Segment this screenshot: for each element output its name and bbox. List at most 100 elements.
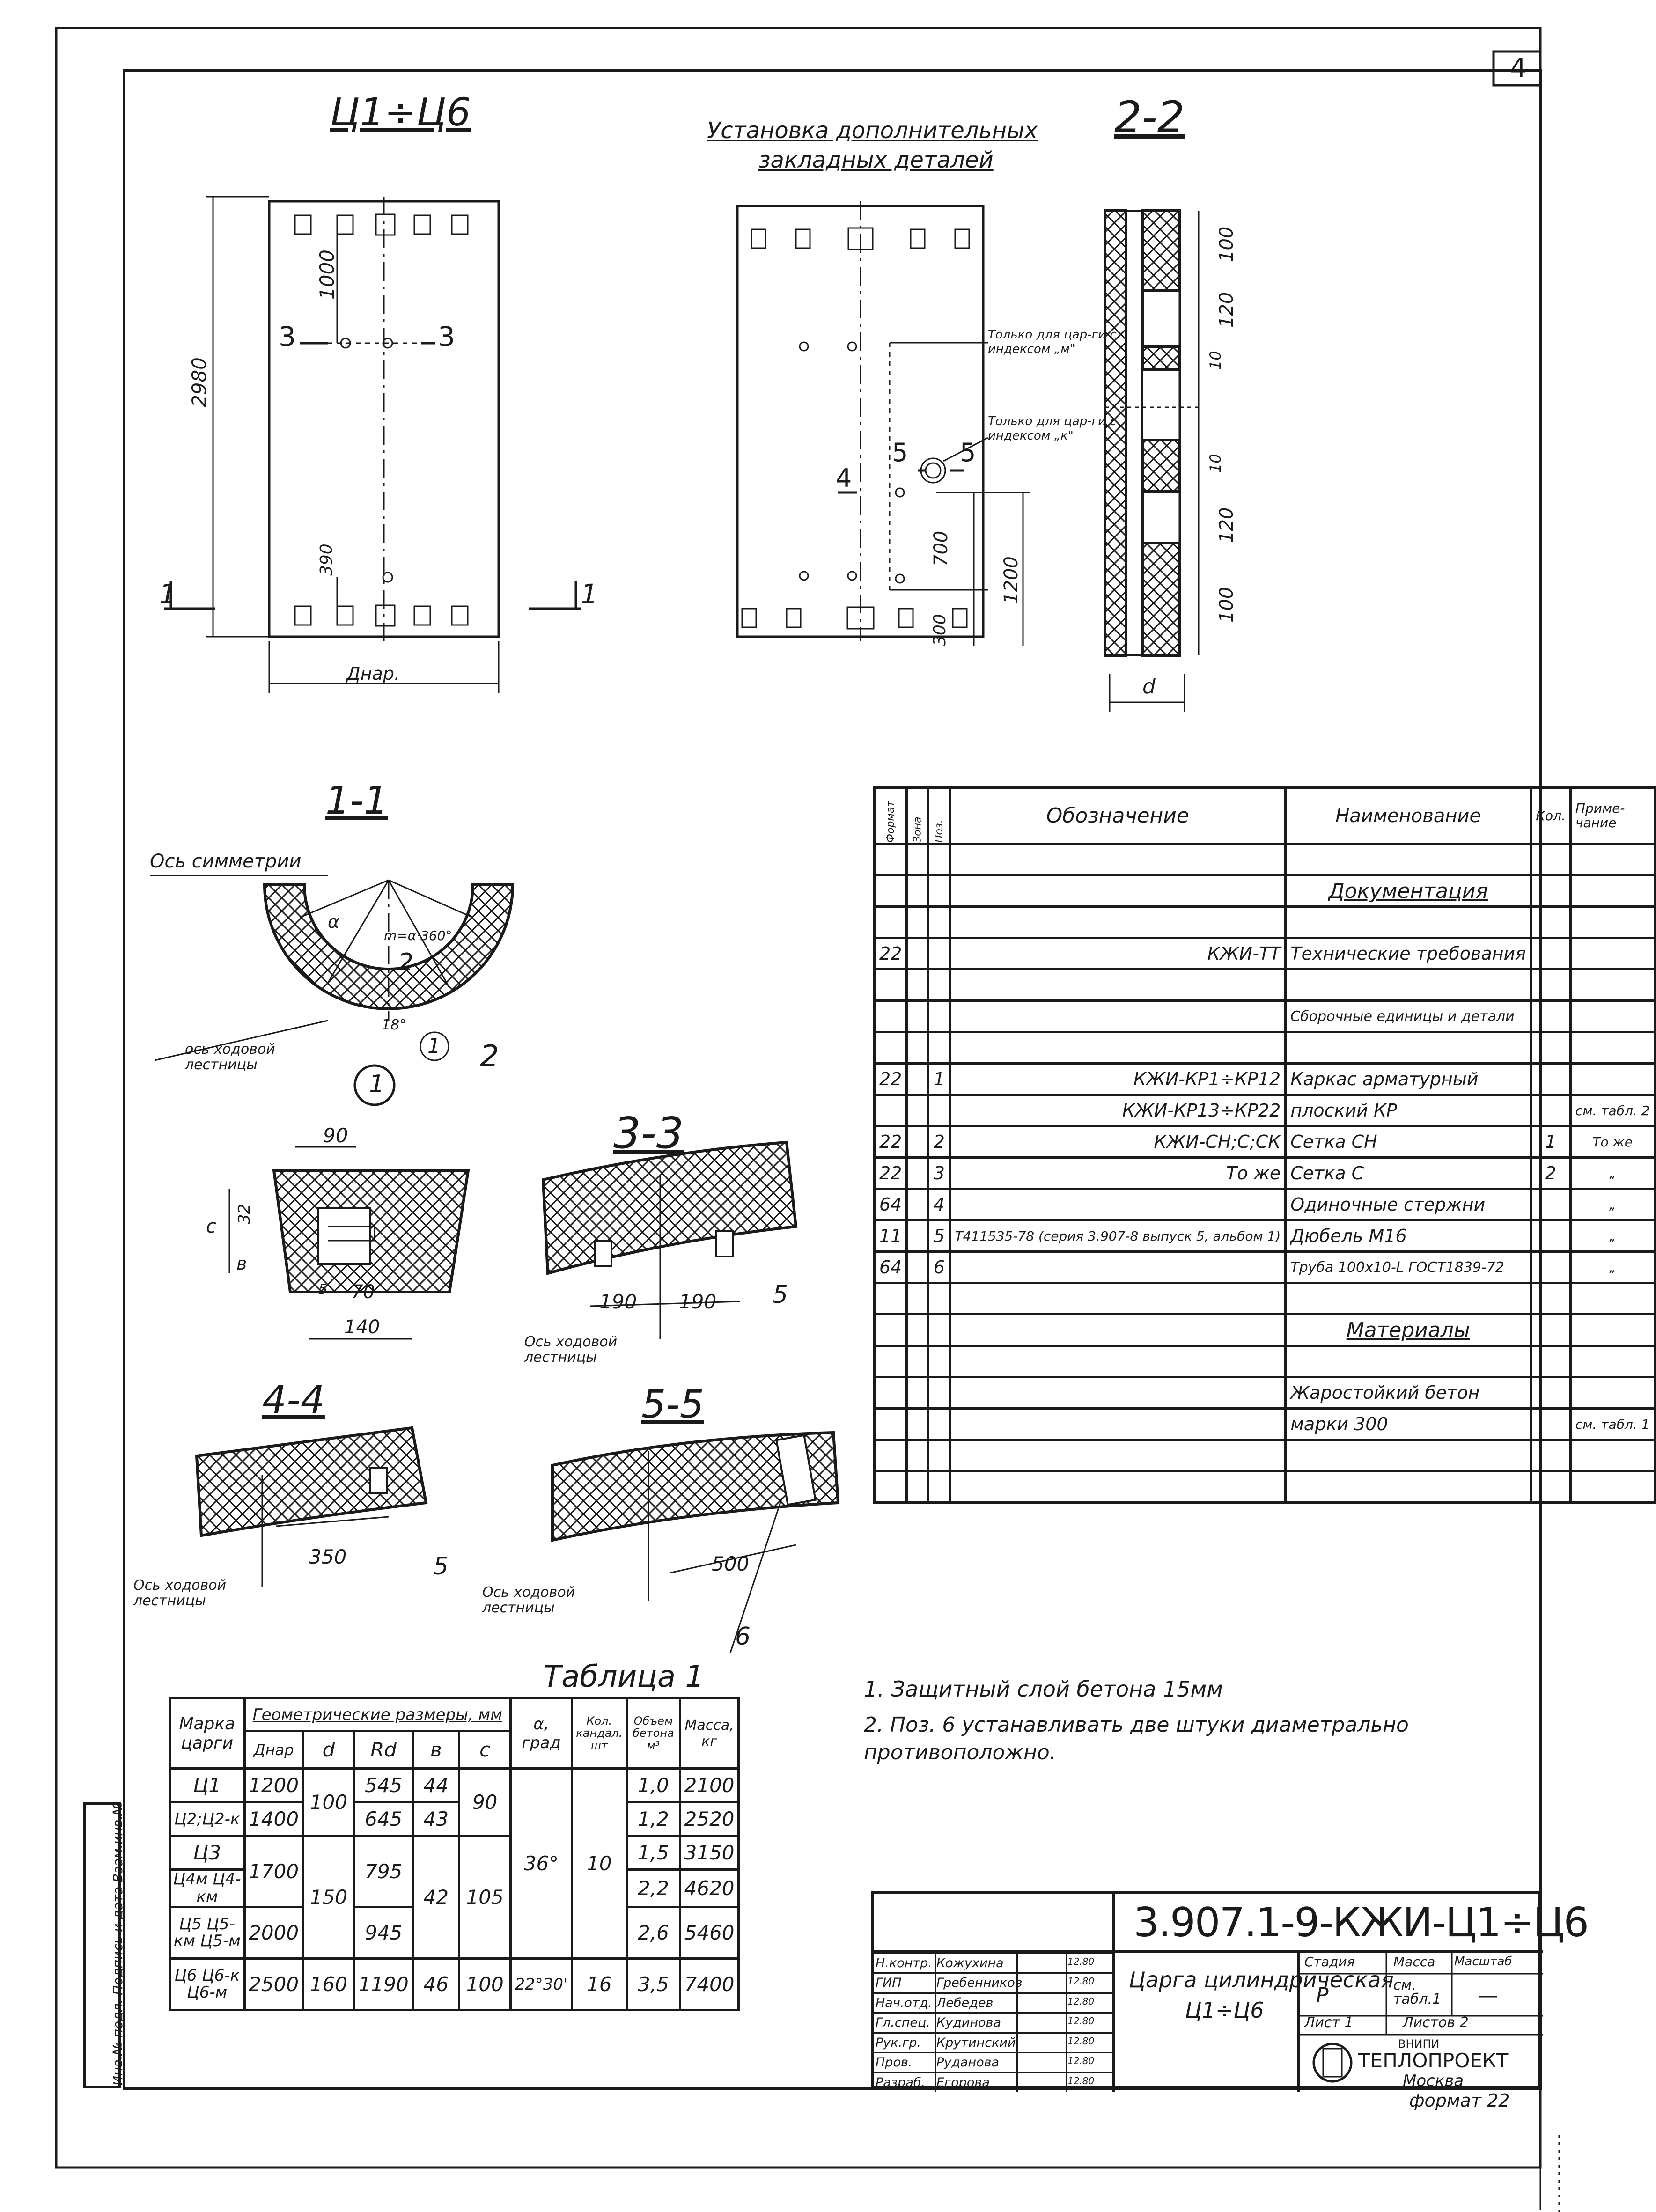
spec-cell <box>873 1313 908 1347</box>
spec-cell <box>905 843 930 876</box>
spec-cell <box>1530 999 1572 1033</box>
spec-cell <box>1284 968 1532 1002</box>
spec-cell <box>873 1282 908 1315</box>
spec-cell <box>873 1439 908 1472</box>
section-5-5-title: 5-5 <box>641 1382 704 1427</box>
label-c: c <box>206 1216 216 1237</box>
spec-cell <box>1530 937 1572 970</box>
spec-cell: Сетка СН <box>1284 1125 1532 1159</box>
spec-cell <box>1569 905 1656 939</box>
spec-cell: 6 <box>927 1250 951 1284</box>
signature-role: Пров. <box>876 2055 913 2070</box>
spec-cell: 4 <box>927 1188 951 1221</box>
spec-row <box>873 843 1656 876</box>
spec-cell: см. табл. 1 <box>1569 1407 1656 1441</box>
spec-cell <box>1569 1282 1656 1315</box>
spec-cell <box>905 1282 930 1315</box>
org-top: ВНИПИ <box>1398 2037 1440 2050</box>
signature-date: 12.80 <box>1067 1956 1095 1967</box>
t1-h-mark: Марка царги <box>169 1697 246 1770</box>
signature-date: 12.80 <box>1067 2035 1095 2047</box>
spec-header-pos: Поз. <box>928 787 950 844</box>
org-city: Москва <box>1403 2072 1464 2090</box>
axis-symmetry-label: Ось симметрии <box>150 851 302 872</box>
spec-cell <box>1530 1094 1572 1127</box>
spec-row: Материалы <box>873 1313 1656 1347</box>
callout-2b: 2 <box>480 1039 499 1074</box>
signature-name: Крутинский <box>936 2035 1016 2050</box>
spec-cell: „ <box>1569 1188 1656 1221</box>
dim-700: 700 <box>930 530 952 566</box>
ladder-axis-5-5: Ось ходовой лестницы <box>482 1584 575 1616</box>
spec-cell: Т411535-78 (серия 3.907-8 выпуск 5, альб… <box>949 1219 1287 1253</box>
callout-1: 1 <box>427 1034 441 1058</box>
spec-cell <box>1530 1439 1572 1472</box>
spec-cell <box>905 1094 930 1127</box>
spec-cell <box>1530 1470 1572 1504</box>
install-title-line2: закладных деталей <box>758 147 994 173</box>
cut-4: 4 <box>836 463 852 493</box>
spec-header-designation: Обозначение <box>949 786 1287 845</box>
spec-cell <box>873 874 908 908</box>
spec-cell <box>905 1188 930 1221</box>
spec-row <box>873 1470 1656 1504</box>
spec-cell: 64 <box>873 1250 908 1284</box>
detail-dowel <box>228 1146 470 1340</box>
spec-cell <box>949 1376 1287 1410</box>
signature-role: Нач.отд. <box>876 1995 932 2010</box>
t1-vol-1: 1,0 <box>625 1767 682 1803</box>
spec-cell <box>905 937 930 970</box>
dim-70: 70 <box>351 1281 375 1303</box>
spec-cell <box>1284 1031 1532 1065</box>
spec-cell <box>1530 1313 1572 1347</box>
dim-90: 90 <box>323 1124 348 1147</box>
spec-cell <box>1569 1345 1656 1378</box>
spec-cell: Дюбель М16 <box>1284 1219 1532 1253</box>
spec-cell <box>905 1439 930 1472</box>
dim-100-top: 100 <box>1216 226 1237 262</box>
dim-190b: 190 <box>679 1290 717 1313</box>
spec-cell <box>1530 1188 1572 1221</box>
spec-cell <box>1284 1470 1532 1504</box>
dim-300: 300 <box>930 614 949 646</box>
spec-cell <box>1530 905 1572 939</box>
spec-cell <box>873 1031 908 1065</box>
spec-cell <box>927 1094 951 1127</box>
t1-h-mass: Масса, кг <box>679 1697 740 1770</box>
spec-cell: Материалы <box>1284 1313 1532 1347</box>
t1-mass-6: 7400 <box>679 1957 740 2011</box>
main-view <box>164 196 581 693</box>
spec-cell <box>949 874 1287 908</box>
spec-cell: 64 <box>873 1188 908 1221</box>
t1-h-d: d <box>302 1730 356 1770</box>
scale-value: — <box>1478 1984 1498 2007</box>
dim-d: d <box>1142 675 1156 698</box>
spec-cell <box>905 1470 930 1504</box>
spec-cell: 22 <box>873 937 908 970</box>
spec-cell: 22 <box>873 1125 908 1159</box>
spec-cell <box>905 1376 930 1410</box>
section-3-3-title: 3-3 <box>613 1108 684 1158</box>
spec-cell <box>905 968 930 1002</box>
callout-2a: 2 <box>398 948 414 977</box>
signature-name: Кудинова <box>936 2015 1001 2030</box>
spec-cell: Каркас арматурный <box>1284 1062 1532 1096</box>
format-label: формат 22 <box>1409 2090 1510 2111</box>
spec-row <box>873 1031 1656 1065</box>
install-title-line1: Установка дополнительных <box>707 118 1038 144</box>
spec-cell <box>1530 1282 1572 1315</box>
spec-cell <box>1530 874 1572 908</box>
spec-cell: „ <box>1569 1250 1656 1284</box>
spec-cell <box>1284 905 1532 939</box>
product-name-1: Царга цилиндрическая <box>1129 1967 1394 1992</box>
spec-cell <box>949 1345 1287 1378</box>
dim-390: 390 <box>317 544 336 576</box>
dim-10-top: 10 <box>1207 351 1224 370</box>
cut-5-right: 5 <box>960 438 976 467</box>
t1-c-4: 105 <box>458 1835 512 1960</box>
